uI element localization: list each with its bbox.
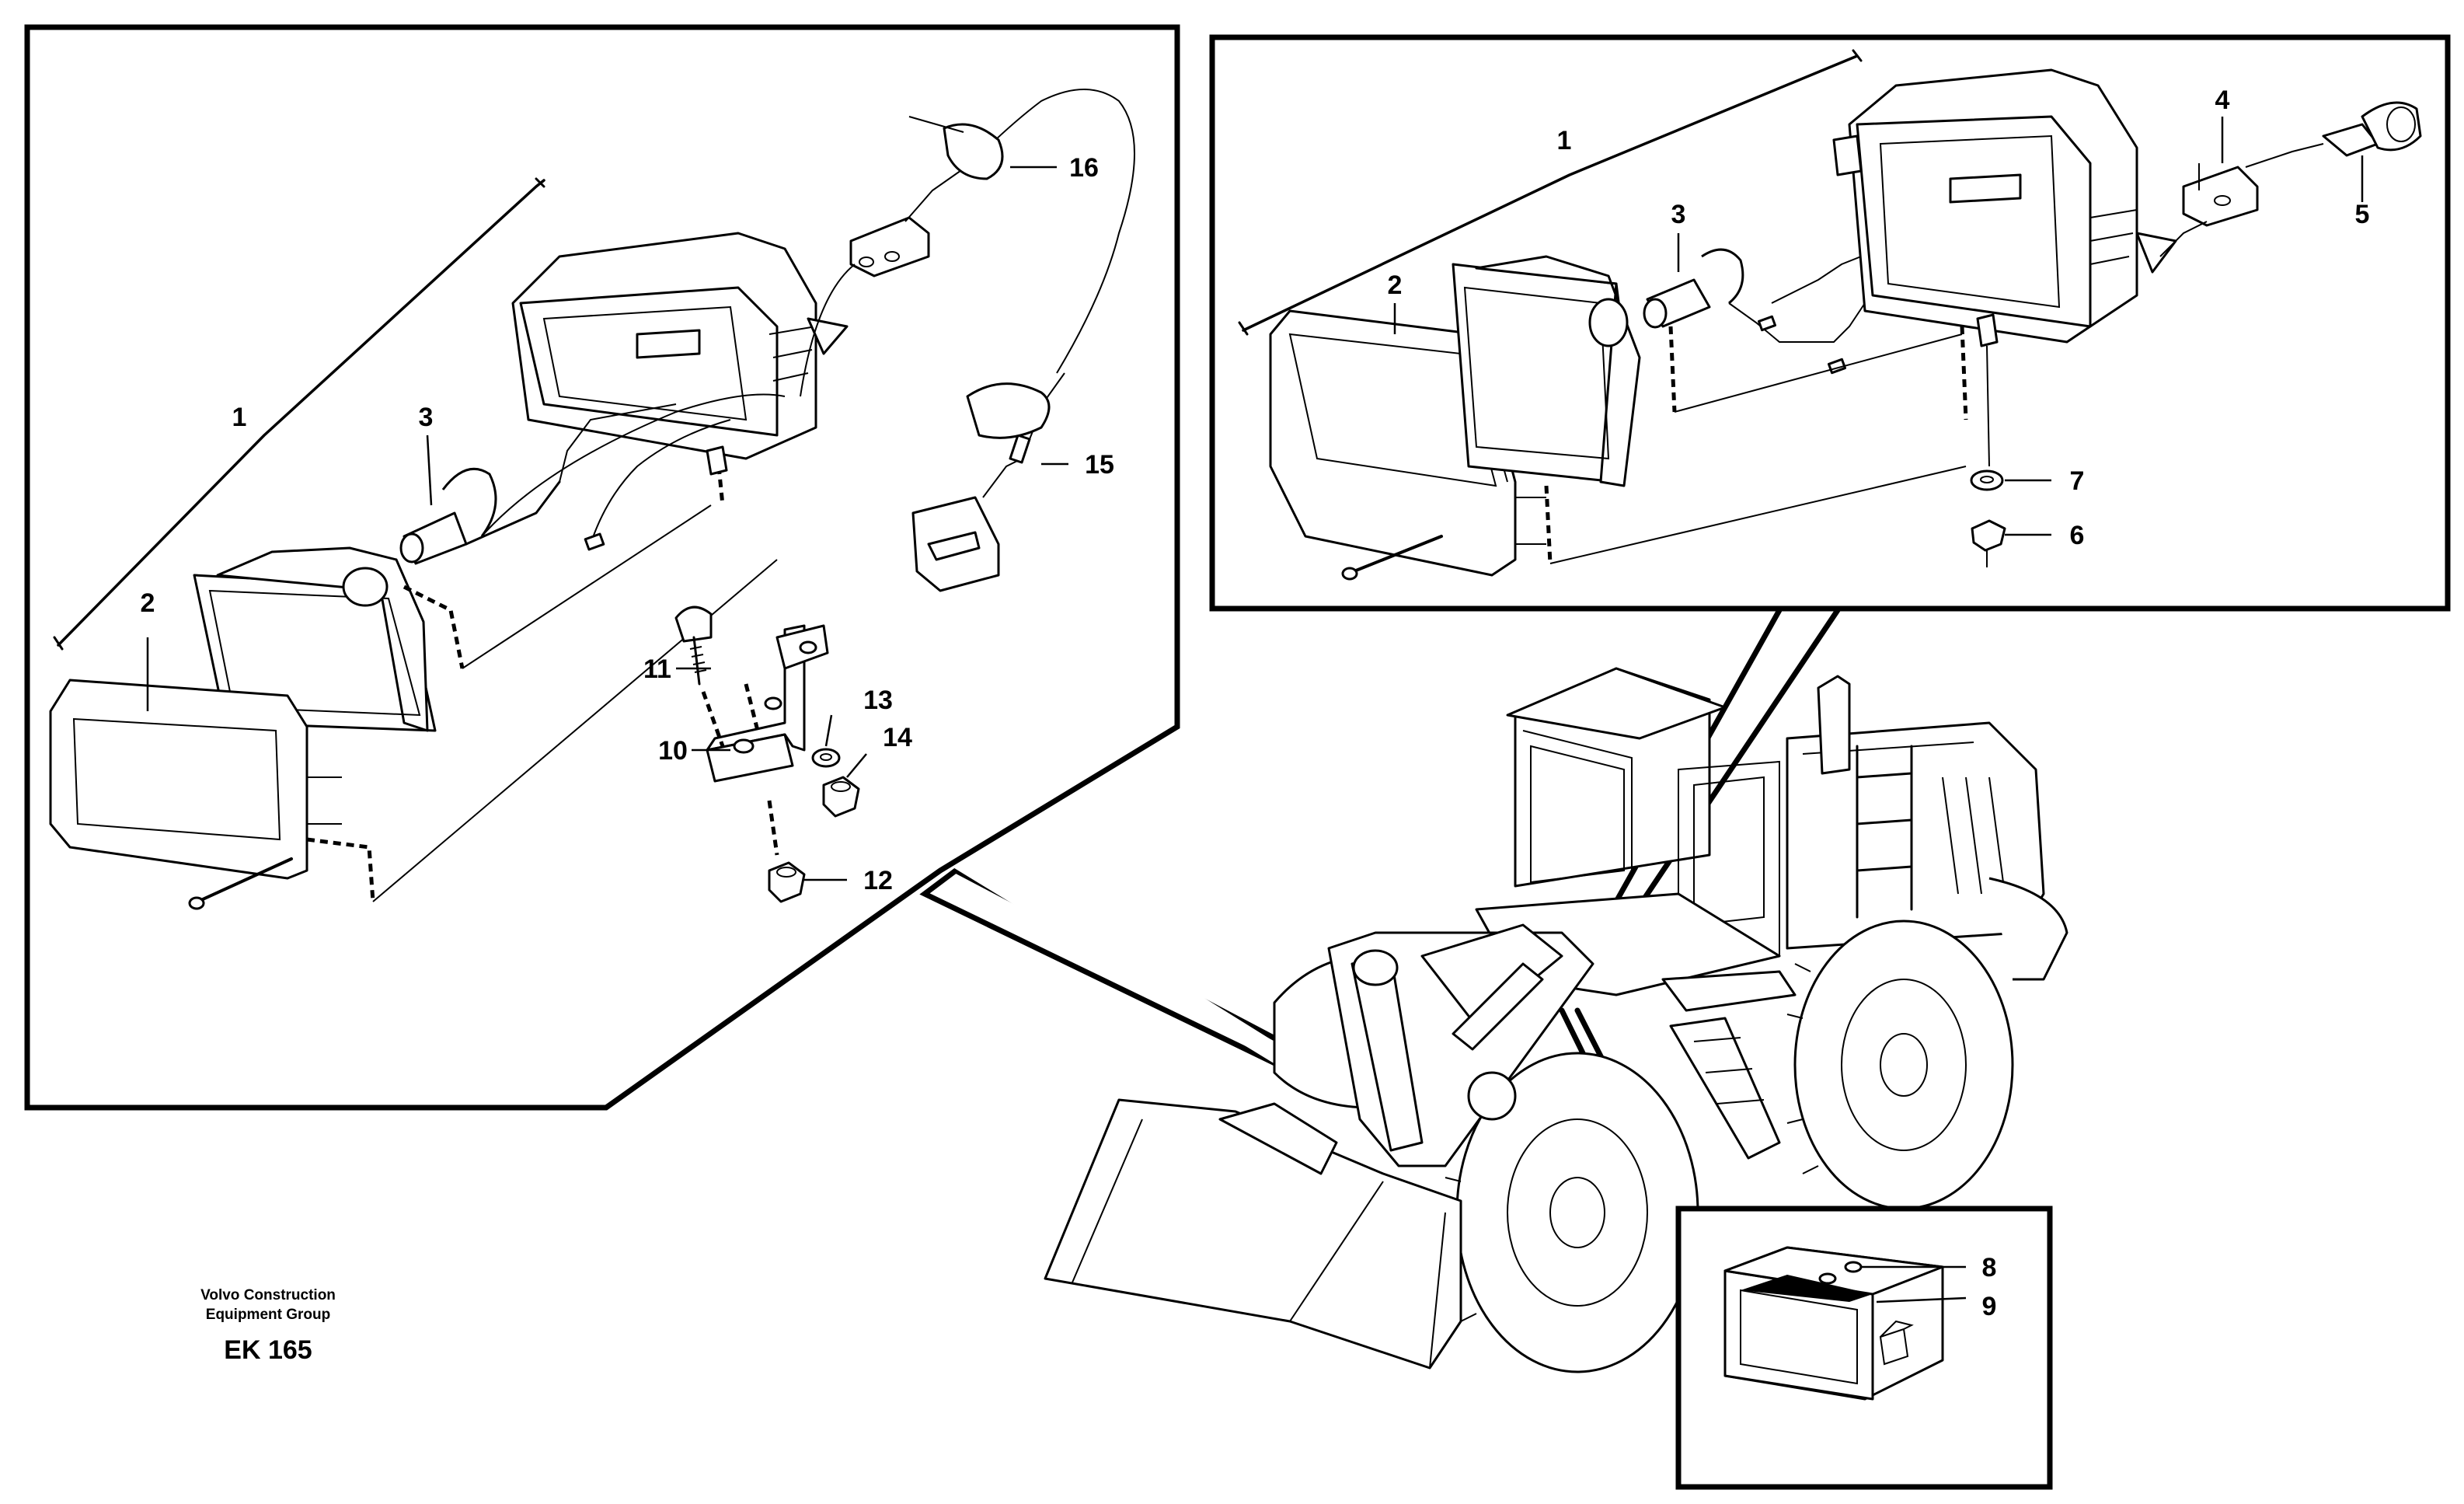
- callout-2-right: 2: [1388, 270, 1403, 300]
- callout-5: 5: [2355, 200, 2370, 229]
- callout-16: 16: [1069, 153, 1099, 183]
- company-name-line2: Equipment Group: [205, 1307, 331, 1323]
- right-detail-panel: 1 2 3 4 5 6 7: [1209, 34, 2451, 612]
- callout-1-right: 1: [1557, 126, 1572, 155]
- callout-3-left: 3: [419, 403, 434, 432]
- callout-9: 9: [1982, 1292, 1997, 1321]
- callout-15: 15: [1085, 450, 1114, 480]
- callout-13: 13: [863, 686, 893, 715]
- callout-1-left: 1: [232, 403, 247, 432]
- callout-3-right: 3: [1671, 200, 1686, 229]
- callout-8: 8: [1982, 1253, 1997, 1282]
- figure-code: EK 165: [224, 1335, 312, 1365]
- wheel-loader-illustration: [1044, 667, 2068, 1373]
- callout-10: 10: [658, 736, 688, 766]
- company-name-line1: Volvo Construction: [200, 1287, 336, 1303]
- callout-2-left: 2: [141, 588, 155, 618]
- callout-11: 11: [643, 654, 671, 684]
- callout-14: 14: [883, 723, 912, 752]
- callout-12: 12: [863, 866, 893, 895]
- bottom-detail-panel: 8 9: [1675, 1206, 2053, 1490]
- callout-4: 4: [2215, 85, 2230, 115]
- callout-6: 6: [2070, 521, 2085, 550]
- callout-7: 7: [2070, 466, 2085, 496]
- left-detail-panel: 1 2 3 10 11 12 13 14 15 16: [24, 24, 1180, 1111]
